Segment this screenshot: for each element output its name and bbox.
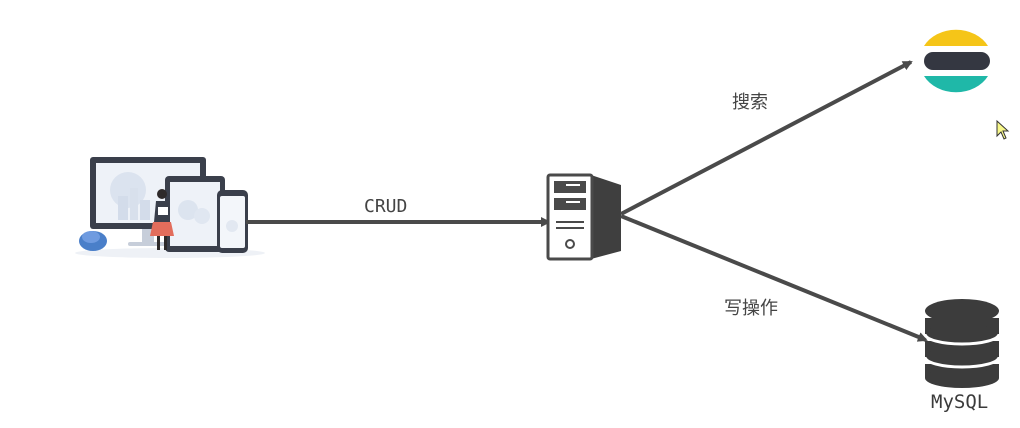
mouse-cursor-icon	[996, 119, 1010, 140]
write-arrow	[620, 214, 928, 342]
client-devices-icon	[75, 157, 265, 258]
database-icon	[923, 299, 1001, 388]
server-tower-icon	[546, 173, 621, 261]
elasticsearch-logo-icon	[924, 29, 990, 93]
crud-label: CRUD	[364, 196, 408, 217]
search-label: 搜索	[732, 92, 768, 113]
write-label: 写操作	[724, 298, 778, 319]
search-arrow	[620, 60, 913, 216]
mysql-label: MySQL	[931, 391, 989, 413]
